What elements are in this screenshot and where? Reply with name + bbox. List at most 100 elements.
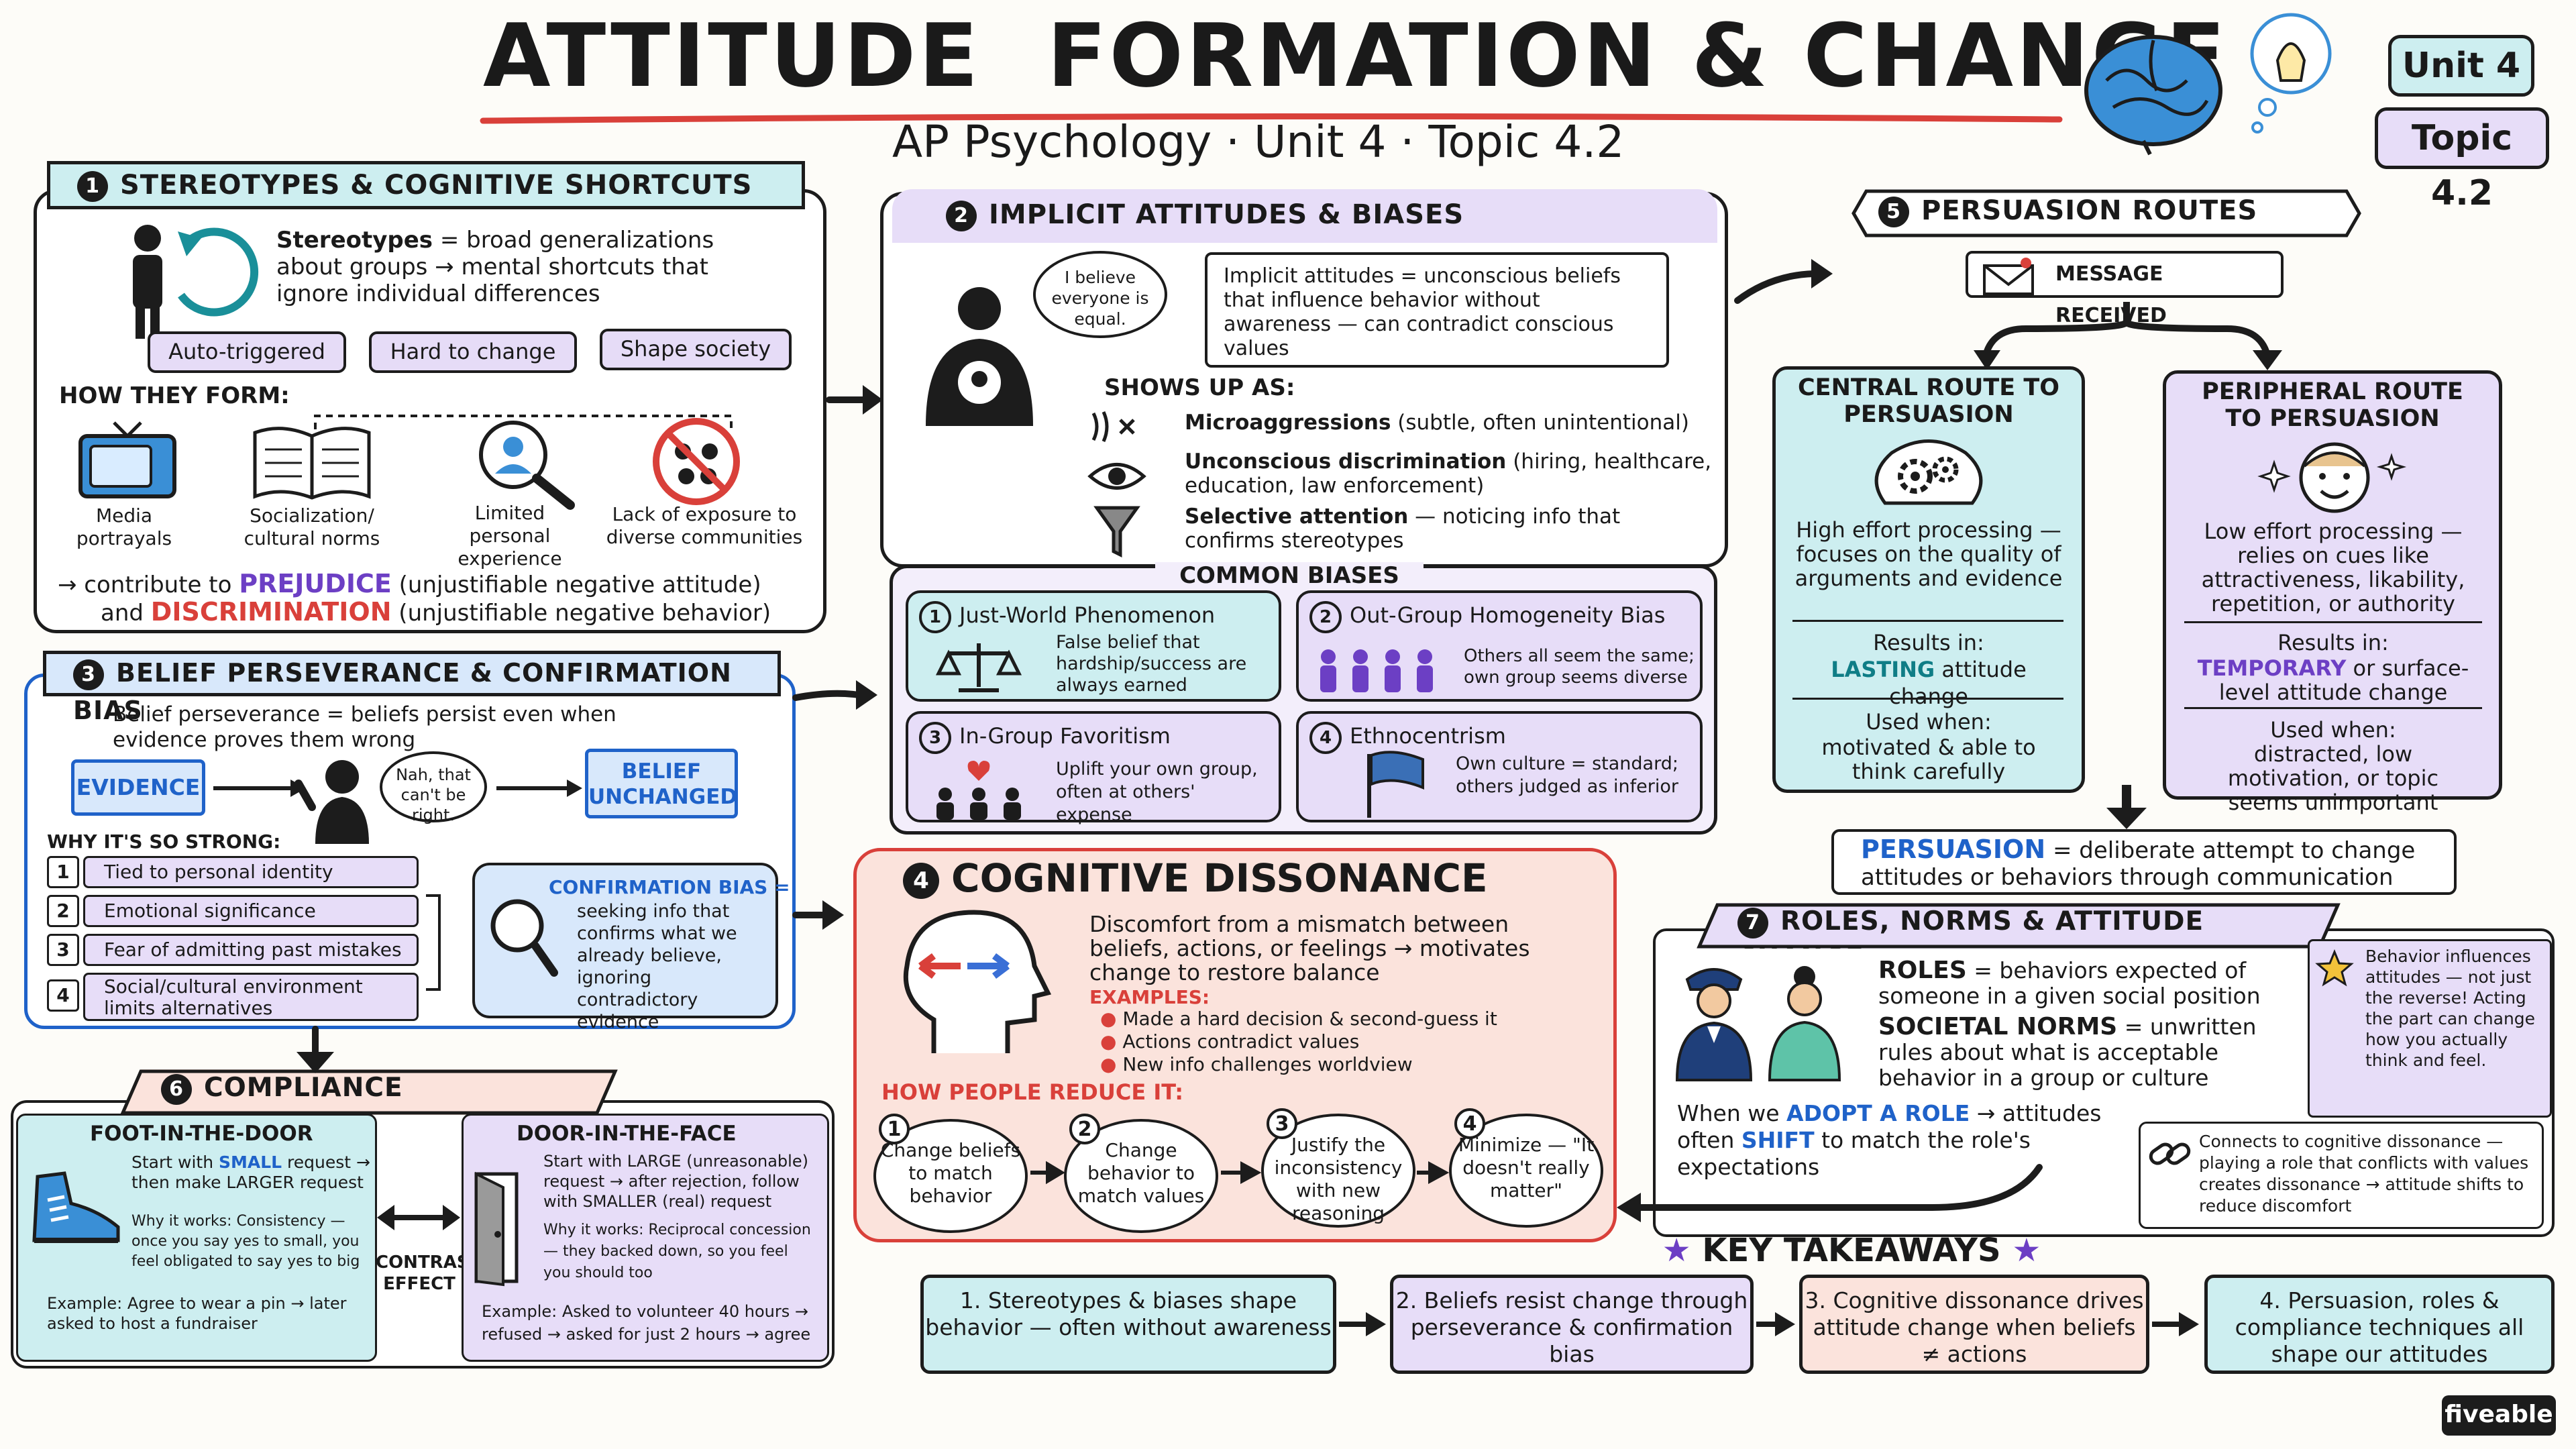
dissonance-definition: Discomfort from a mismatch between belie…: [1089, 911, 1530, 985]
peripheral-route-card: [2163, 370, 2502, 800]
takeaway-3: 3. Cognitive dissonance drives attitude …: [1799, 1275, 2149, 1374]
flag-icon: [1367, 751, 1424, 818]
connects-dissonance-box: [2139, 1122, 2544, 1229]
reduce-step-1-num: 1: [879, 1114, 910, 1144]
example-1: ● Made a hard decision & second-guess it: [1100, 1008, 1497, 1030]
confirmation-bias-desc: seeking info that confirms what we alrea…: [577, 901, 737, 1032]
how-they-form-label: HOW THEY FORM:: [59, 382, 290, 409]
central-route-desc: High effort processing — focuses on the …: [1794, 517, 2063, 591]
confirmation-bias-title: CONFIRMATION BIAS =: [549, 876, 790, 898]
double-arrow-icon: [377, 1205, 460, 1230]
microaggression-icon: [1091, 411, 1135, 443]
section5-title: PERSUASION ROUTES: [1921, 195, 2258, 226]
peripheral-route-desc: Low effort processing — relies on cues l…: [2201, 519, 2465, 616]
topic-badge: Topic 4.2: [2375, 107, 2549, 213]
arrow-unchanged: [496, 780, 582, 797]
evidence-box: EVIDENCE: [71, 759, 205, 816]
central-used-label: Used when:: [1866, 709, 1992, 735]
heart-group-icon: [936, 761, 1021, 820]
reduce-step-3-num: 3: [1267, 1108, 1297, 1139]
pill-auto-triggered: Auto-triggered: [148, 331, 346, 373]
scale-icon: [935, 643, 1022, 692]
source-limited-experience: Limited personal experience: [458, 502, 562, 570]
takeaway-4: 4. Persuasion, roles & compliance techni…: [2204, 1275, 2555, 1374]
unit-badge: Unit 4: [2388, 35, 2534, 97]
ditf-title: DOOR-IN-THE-FACE: [517, 1122, 737, 1146]
reason-num-1: 1: [47, 856, 79, 888]
funnel-icon: [1093, 506, 1140, 558]
person-rejecting-icon: [294, 760, 369, 844]
stereotype-definition: Stereotypes = broad generalizations abou…: [276, 227, 714, 307]
door-icon: [474, 1171, 519, 1287]
takeaway-2: 2. Beliefs resist change through perseve…: [1390, 1275, 1754, 1374]
link-icon: [2149, 1142, 2191, 1165]
common-biases-label: COMMON BIASES: [1155, 562, 1424, 589]
group-people-icon: [1320, 649, 1433, 692]
envelope-icon: [1983, 258, 2034, 295]
dashed-connector: [314, 415, 733, 429]
belief-unchanged-box: BELIEF UNCHANGED: [585, 749, 738, 818]
examples-list: ● Made a hard decision & second-guess it…: [1100, 1008, 1583, 1076]
persuasion-definition: PERSUASION = deliberate attempt to chang…: [1831, 829, 2457, 895]
central-results-label: Results in:: [1873, 630, 1984, 655]
example-2: ● Actions contradict values: [1100, 1030, 1360, 1053]
section3-title: BELIEF PERSEVERANCE & CONFIRMATION BIAS: [73, 658, 732, 725]
central-results: LASTING attitude change: [1831, 657, 2027, 709]
behavior-note-box: [2308, 939, 2552, 1118]
reason-num-2: 2: [47, 895, 79, 927]
section1-title: STEREOTYPES & COGNITIVE SHORTCUTS: [120, 170, 753, 201]
central-divider-2: [1792, 698, 2063, 700]
brain-icon: [2084, 35, 2222, 156]
behavior-note: Behavior influences attitudes — not just…: [2365, 947, 2536, 1070]
reason-social: Social/cultural environment limits alter…: [83, 973, 419, 1021]
reduce-step-2-num: 2: [1069, 1114, 1100, 1144]
why-strong-label: WHY IT'S SO STRONG:: [47, 830, 281, 853]
adopt-role-note: When we ADOPT A ROLE → attitudes often S…: [1677, 1100, 2102, 1180]
arrow-to-persuasion-def: [2106, 785, 2147, 829]
shows-up-label: SHOWS UP AS:: [1104, 374, 1295, 401]
reason-num-4: 4: [47, 979, 79, 1012]
brand-logo[interactable]: fiveable: [2442, 1395, 2556, 1436]
examples-label: EXAMPLES:: [1089, 986, 1210, 1008]
section2-title: IMPLICIT ATTITUDES & BIASES: [989, 199, 1464, 230]
fitd-why: Why it works: Consistency — once you say…: [131, 1213, 360, 1270]
prejudice-discrimination-note: → contribute to PREJUDICE (unjustifiable…: [58, 569, 771, 627]
peripheral-divider-2: [2184, 707, 2482, 709]
door-in-face-card: [462, 1114, 829, 1362]
reduce-step-4-num: 4: [1454, 1108, 1485, 1139]
title-underline: [480, 113, 2063, 124]
reason-emotional: Emotional significance: [83, 895, 419, 927]
key-takeaways-label: ★ KEY TAKEAWAYS ★: [1662, 1232, 2041, 1269]
fitd-title: FOOT-IN-THE-DOOR: [90, 1122, 313, 1146]
open-book-icon: [253, 427, 371, 500]
peripheral-used: distracted, low motivation, or topic see…: [2227, 741, 2439, 815]
gears-head-icon: [1874, 439, 1983, 505]
reduce-step-1: Change beliefs to match behavior: [873, 1119, 1028, 1233]
reason-fear: Fear of admitting past mistakes: [83, 934, 419, 966]
peripheral-results: TEMPORARY or surface-level attitude chan…: [2197, 655, 2469, 705]
implicit-speech-bubble: I believe everyone is equal.: [1033, 251, 1167, 338]
source-media: Media portrayals: [76, 504, 172, 549]
pill-hard-to-change: Hard to change: [369, 331, 577, 373]
reason-num-3: 3: [47, 934, 79, 966]
peripheral-route-title: PERIPHERAL ROUTE TO PERSUASION: [2202, 378, 2463, 432]
peripheral-divider-1: [2184, 621, 2482, 623]
eye-icon: [1087, 463, 1146, 490]
reduce-label: HOW PEOPLE REDUCE IT:: [881, 1079, 1184, 1105]
source-socialization: Socialization/ cultural norms: [244, 504, 380, 549]
fitd-example: Example: Agree to wear a pin → later ask…: [47, 1294, 347, 1333]
central-divider-1: [1792, 620, 2063, 622]
pill-shape-society: Shape society: [600, 329, 792, 370]
peripheral-used-label: Used when:: [2270, 717, 2396, 743]
belief-perseverance-def: Belief perseverance = beliefs persist ev…: [113, 702, 616, 752]
section-stereotypes: [34, 189, 826, 633]
norms-definition: SOCIETAL NORMS = unwritten rules about w…: [1878, 1013, 2257, 1091]
